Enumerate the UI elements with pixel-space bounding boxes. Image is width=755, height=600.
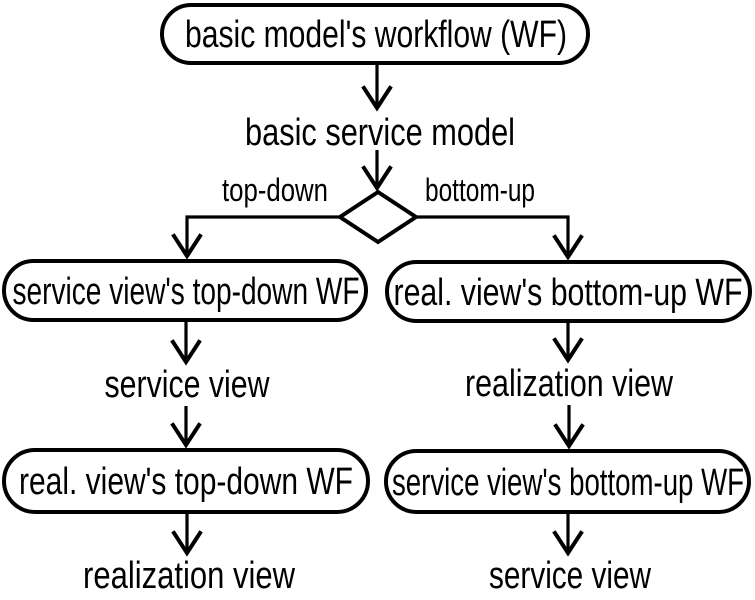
node-basic-model-wf-label: basic model's workflow (WF) — [185, 14, 567, 56]
node-service-view-bottom-up-wf-label: service view's bottom-up WF — [392, 462, 744, 504]
branch-label-top-down: top-down — [222, 172, 328, 208]
decision-diamond — [336, 189, 420, 245]
node-real-view-top-down-wf-shape — [2, 448, 370, 514]
branch-label-bottom-up: bottom-up — [425, 172, 535, 208]
edge-decision-to-left-wf1 — [171, 215, 341, 260]
node-service-view-left-label: service view — [105, 364, 270, 406]
node-service-view-top-down-wf-shape — [2, 259, 368, 322]
node-service-view-right-label: service view — [489, 555, 651, 597]
node-real-view-bottom-up-wf-label: real. view's bottom-up WF — [394, 272, 743, 314]
node-real-view-bottom-up-wf-shape — [385, 260, 752, 323]
node-basic-service-model-label: basic service model — [245, 112, 515, 154]
node-basic-model-wf-shape — [160, 3, 590, 65]
node-service-view-bottom-up-wf-shape — [384, 449, 751, 514]
node-service-view-top-down-wf-label: service view's top-down WF — [13, 271, 360, 313]
edge-decision-to-right-wf1 — [415, 215, 584, 261]
node-realization-view-right-label: realization view — [465, 363, 673, 405]
node-realization-view-left-label: realization view — [83, 555, 295, 597]
node-real-view-top-down-wf-label: real. view's top-down WF — [19, 461, 353, 503]
